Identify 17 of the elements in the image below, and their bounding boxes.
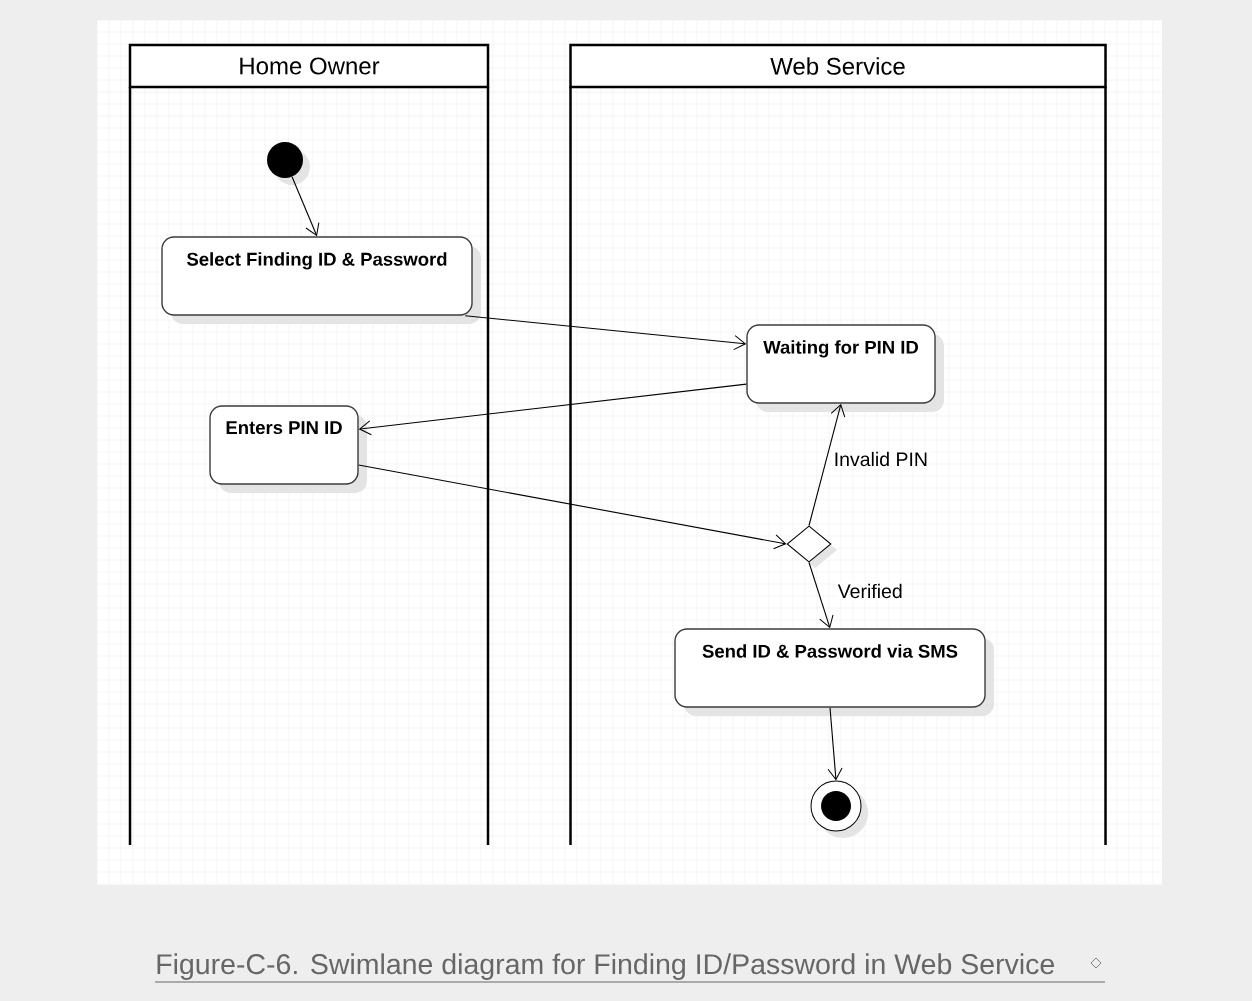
arrow bbox=[827, 707, 843, 781]
arrow bbox=[291, 176, 320, 236]
start-node bbox=[267, 142, 310, 185]
caption: Figure-C-6. Swimlane diagram for Finding ID/Password in Web Service bbox=[157, 953, 1054, 980]
arrow bbox=[358, 464, 787, 550]
action-box: Enters PIN ID bbox=[209, 405, 367, 493]
arrow bbox=[808, 404, 846, 527]
arrow bbox=[808, 561, 834, 628]
arrow bbox=[464, 315, 746, 351]
action-box: Select Finding ID & Password bbox=[161, 236, 481, 324]
action-box: Send ID & Password via SMS bbox=[674, 628, 994, 716]
action-box: Waiting for PIN ID bbox=[746, 324, 944, 412]
arrow bbox=[359, 383, 747, 436]
end-node bbox=[810, 780, 868, 838]
edge-label: Invalid PIN bbox=[832, 450, 930, 468]
edge-label: Verified bbox=[836, 582, 905, 600]
decision-diamond bbox=[786, 525, 837, 568]
